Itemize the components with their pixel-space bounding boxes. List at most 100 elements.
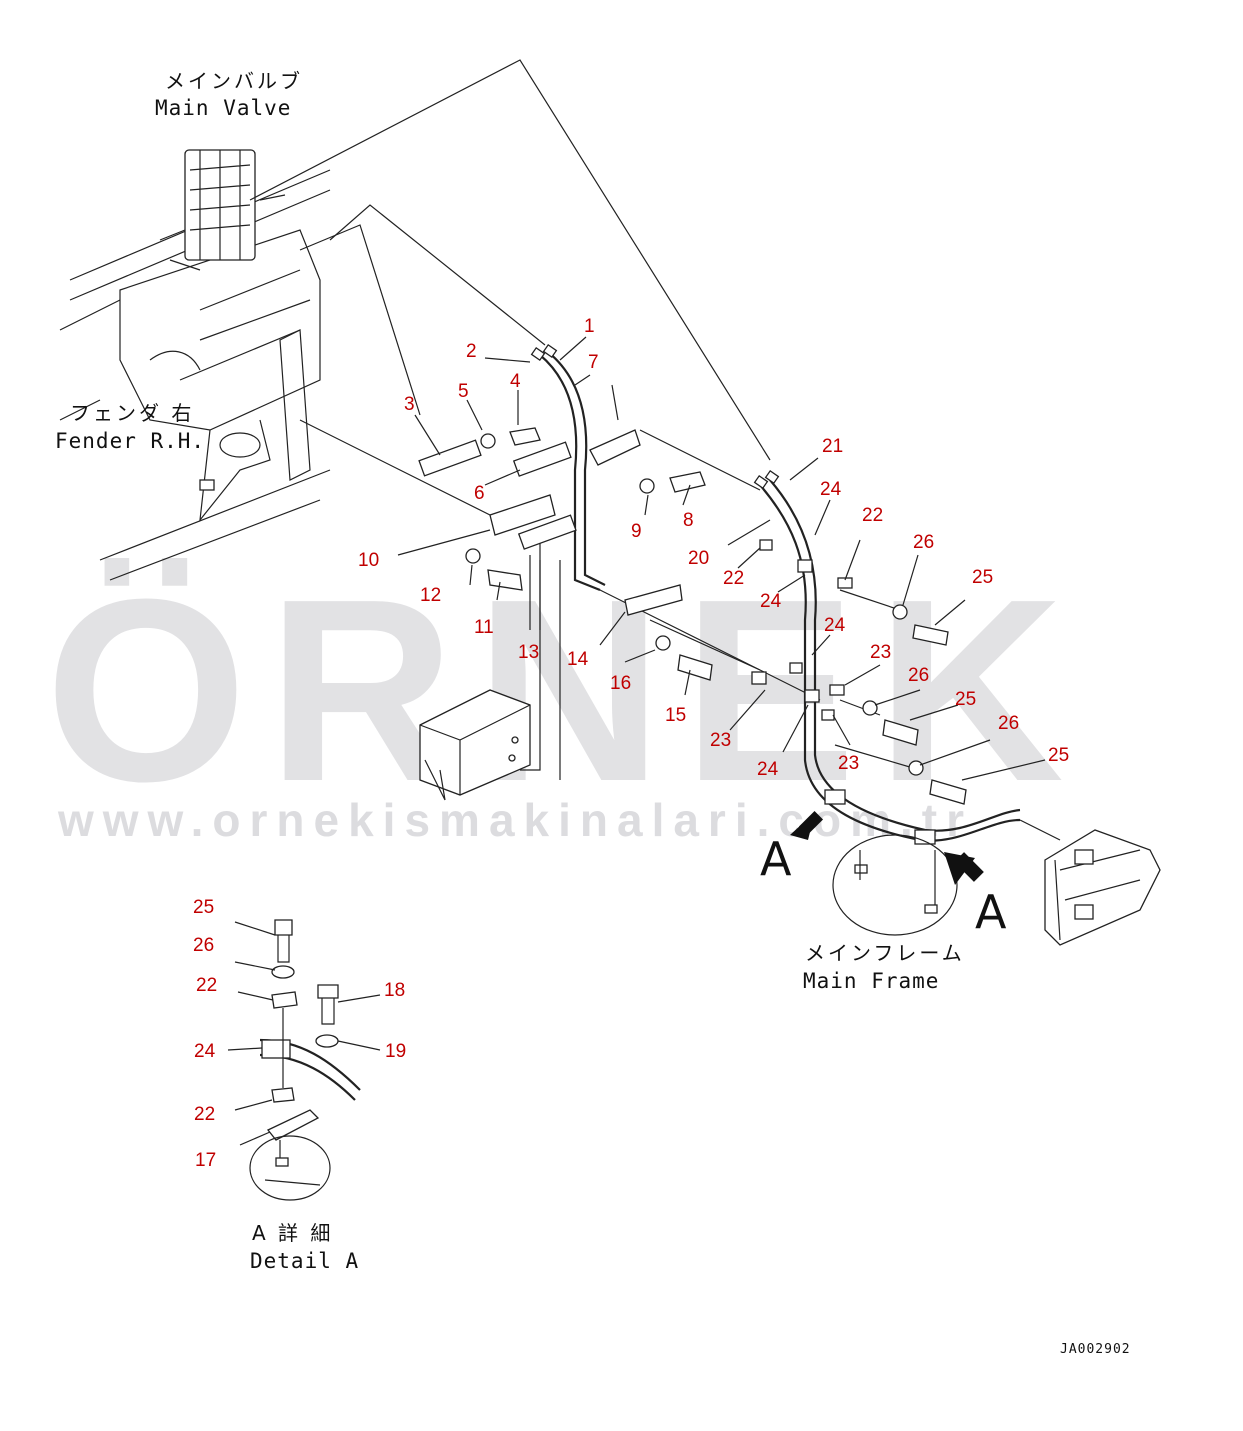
washer-26c-icon bbox=[908, 760, 924, 776]
view-a-label-right: A bbox=[975, 885, 1007, 939]
clamp-23a-icon bbox=[751, 671, 767, 685]
callout-12: 12 bbox=[420, 585, 441, 606]
bracket-14-icon bbox=[624, 584, 683, 616]
callout-3: 3 bbox=[404, 394, 415, 415]
main-valve-label-en: Main Valve bbox=[155, 96, 291, 120]
fender-label-jp: フェンダ 右 bbox=[70, 401, 194, 425]
detail-callout-24: 24 bbox=[194, 1041, 216, 1062]
callout-25b: 25 bbox=[955, 689, 976, 710]
bolt-8-icon bbox=[669, 471, 706, 493]
callout-25a: 25 bbox=[972, 567, 993, 588]
callouts: 1 2 3 4 5 6 7 8 9 10 11 12 13 14 15 16 2… bbox=[193, 316, 1069, 1171]
washer-26-icon bbox=[892, 604, 908, 620]
callout-26a: 26 bbox=[913, 532, 934, 553]
view-arrow-left-shaft bbox=[798, 810, 824, 836]
detail-washer-19-icon bbox=[315, 1034, 339, 1048]
callout-24c: 24 bbox=[824, 615, 846, 636]
callout-23a: 23 bbox=[870, 642, 891, 663]
callout-5: 5 bbox=[458, 381, 469, 402]
main-frame-label-jp: メインフレーム bbox=[805, 941, 965, 965]
clamp-23d-icon bbox=[821, 709, 835, 721]
clamp-a1-icon bbox=[824, 789, 846, 805]
clamp-23b-icon bbox=[789, 662, 803, 674]
callout-14: 14 bbox=[567, 649, 589, 670]
callout-25c: 25 bbox=[1048, 745, 1069, 766]
callout-10: 10 bbox=[358, 550, 379, 571]
detail-a-title-jp: A 詳 細 bbox=[252, 1221, 333, 1245]
callout-1: 1 bbox=[584, 316, 595, 337]
callout-26b: 26 bbox=[908, 665, 929, 686]
callout-23b: 23 bbox=[710, 730, 731, 751]
callout-13: 13 bbox=[518, 642, 539, 663]
detail-bolt-25-icon bbox=[274, 919, 293, 936]
detail-washer-26-icon bbox=[271, 965, 295, 979]
main-frame-label-en: Main Frame bbox=[803, 969, 939, 993]
clamp-24-icon bbox=[797, 559, 813, 573]
hose-pair-1-7 bbox=[530, 343, 606, 592]
view-arrow-right-shaft bbox=[954, 852, 984, 882]
bolt-25b-icon bbox=[882, 719, 919, 746]
detail-callout-22b: 22 bbox=[194, 1104, 215, 1125]
callout-leaders bbox=[227, 336, 1046, 1146]
detail-plate-17-icon bbox=[266, 1109, 320, 1141]
callout-24b: 24 bbox=[760, 591, 782, 612]
junction-box bbox=[419, 689, 531, 801]
washer-9-icon bbox=[639, 478, 655, 494]
detail-bolt-18-icon bbox=[317, 984, 339, 999]
bolt-25c-icon bbox=[929, 779, 967, 805]
bolt-15-icon bbox=[677, 654, 713, 681]
callout-16: 16 bbox=[610, 673, 631, 694]
watermark: ÖRNEK www.ornekismakinalari.com.tr bbox=[45, 546, 1084, 846]
washer-5-icon bbox=[480, 433, 496, 449]
detail-callout-22a: 22 bbox=[196, 975, 217, 996]
clamp-22-icon bbox=[759, 539, 773, 551]
detail-callout-19: 19 bbox=[385, 1041, 406, 1062]
callout-22a: 22 bbox=[723, 568, 744, 589]
washer-26b-icon bbox=[862, 700, 878, 716]
bolt-11-icon bbox=[487, 569, 523, 591]
drawing-code: JA002902 bbox=[1060, 1342, 1131, 1357]
washer-12-icon bbox=[465, 548, 481, 564]
clamp-22b-icon bbox=[837, 577, 853, 589]
callout-21: 21 bbox=[822, 436, 843, 457]
detail-clamp-22b-icon bbox=[271, 1087, 295, 1103]
text-labels: メインバルブ Main Valve フェンダ 右 Fender R.H. メイン… bbox=[55, 69, 1131, 1357]
callout-8: 8 bbox=[683, 510, 694, 531]
view-arrows: A A bbox=[760, 810, 1007, 939]
callout-26c: 26 bbox=[998, 713, 1019, 734]
callout-4: 4 bbox=[510, 371, 521, 392]
washer-16-icon bbox=[655, 635, 671, 651]
callout-15: 15 bbox=[665, 705, 686, 726]
detail-clamp-22-icon bbox=[271, 991, 298, 1009]
detail-callout-26: 26 bbox=[193, 935, 214, 956]
bracket-3-icon bbox=[418, 439, 482, 477]
callout-22b: 22 bbox=[862, 505, 883, 526]
clamp-23c-icon bbox=[829, 684, 845, 696]
main-valve-label-jp: メインバルブ bbox=[165, 69, 303, 93]
callout-9: 9 bbox=[631, 521, 642, 542]
callout-6: 6 bbox=[474, 483, 485, 504]
detail-a: A 詳 細 Detail A bbox=[249, 919, 361, 1273]
watermark-brand: ÖRNEK bbox=[45, 546, 1084, 836]
bracket-10-icon bbox=[489, 494, 556, 536]
bracket-7-icon bbox=[589, 429, 641, 466]
callout-20: 20 bbox=[688, 548, 709, 569]
detail-a-title-en: Detail A bbox=[250, 1249, 359, 1273]
callout-7: 7 bbox=[588, 352, 599, 373]
detail-callout-17: 17 bbox=[195, 1150, 216, 1171]
bolt-4-icon bbox=[509, 427, 541, 446]
callout-2: 2 bbox=[466, 341, 477, 362]
view-a-label-left: A bbox=[760, 832, 792, 886]
bolt-25-icon bbox=[912, 624, 949, 646]
detail-clamp-24-icon bbox=[261, 1039, 291, 1059]
clamp-13-icon bbox=[517, 514, 577, 550]
callout-24a: 24 bbox=[820, 479, 842, 500]
main-frame bbox=[832, 819, 1161, 946]
detail-callout-25: 25 bbox=[193, 897, 214, 918]
clamp-a2-icon bbox=[914, 829, 936, 845]
clamp-24c-icon bbox=[804, 689, 820, 703]
callout-11: 11 bbox=[474, 617, 494, 638]
main-valve-assembly bbox=[59, 149, 331, 581]
parts-small bbox=[418, 427, 967, 845]
